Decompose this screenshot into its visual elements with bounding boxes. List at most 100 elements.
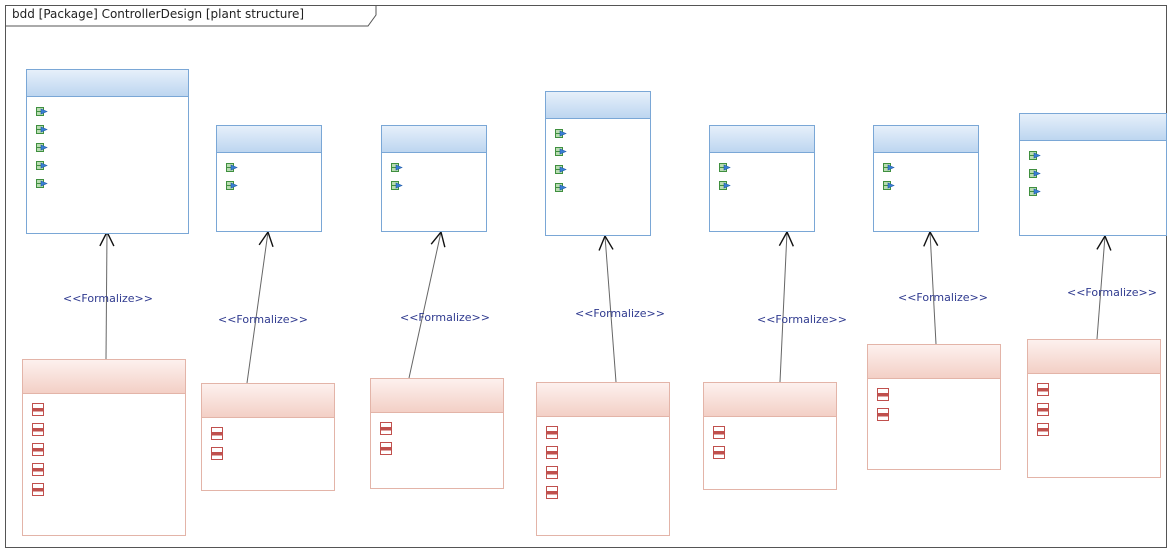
diagram-frame bbox=[5, 5, 1167, 548]
value-item[interactable] bbox=[537, 422, 669, 442]
value-item[interactable] bbox=[1028, 379, 1160, 399]
operation-icon bbox=[36, 142, 48, 152]
plant-block-l1[interactable] bbox=[703, 382, 837, 490]
formalize-dependency-line[interactable] bbox=[929, 231, 937, 345]
value-property-icon bbox=[546, 445, 558, 459]
value-item[interactable] bbox=[704, 442, 836, 462]
block-header bbox=[27, 70, 188, 97]
block-header bbox=[217, 126, 321, 153]
value-property-icon bbox=[546, 465, 558, 479]
block-header bbox=[202, 384, 334, 418]
value-property-icon bbox=[1037, 422, 1049, 436]
controller-block-pm1[interactable] bbox=[26, 69, 189, 234]
operation-item[interactable] bbox=[546, 124, 650, 142]
operation-icon bbox=[36, 106, 48, 116]
value-item[interactable] bbox=[23, 399, 185, 419]
block-header bbox=[23, 360, 185, 394]
formalize-label: <<Formalize>> bbox=[575, 307, 665, 320]
operation-item[interactable] bbox=[382, 158, 486, 176]
value-item[interactable] bbox=[537, 482, 669, 502]
operation-icon bbox=[1029, 168, 1041, 178]
formalize-label: <<Formalize>> bbox=[1067, 286, 1157, 299]
value-item[interactable] bbox=[537, 462, 669, 482]
operation-item[interactable] bbox=[1020, 164, 1166, 182]
operation-item[interactable] bbox=[546, 178, 650, 196]
operation-item[interactable] bbox=[27, 102, 188, 120]
value-property-icon bbox=[1037, 382, 1049, 396]
operation-item[interactable] bbox=[27, 156, 188, 174]
operation-item[interactable] bbox=[217, 176, 321, 194]
value-item[interactable] bbox=[202, 423, 334, 443]
operation-item[interactable] bbox=[382, 176, 486, 194]
value-item[interactable] bbox=[23, 419, 185, 439]
operation-item[interactable] bbox=[27, 174, 188, 192]
value-item[interactable] bbox=[23, 479, 185, 499]
operation-item[interactable] bbox=[546, 142, 650, 160]
controller-block-sts1[interactable] bbox=[545, 91, 651, 236]
operation-icon bbox=[719, 180, 731, 190]
value-item[interactable] bbox=[23, 439, 185, 459]
operation-item[interactable] bbox=[710, 158, 814, 176]
value-item[interactable] bbox=[868, 404, 1000, 424]
operation-icon bbox=[555, 164, 567, 174]
controller-block-apf1[interactable] bbox=[381, 125, 487, 232]
operation-item[interactable] bbox=[546, 160, 650, 178]
plant-block-gen1[interactable] bbox=[1027, 339, 1161, 478]
plant-block-dvr1[interactable] bbox=[201, 383, 335, 491]
value-item[interactable] bbox=[371, 438, 503, 458]
value-item[interactable] bbox=[1028, 419, 1160, 439]
block-header bbox=[1028, 340, 1160, 374]
operation-item[interactable] bbox=[27, 138, 188, 156]
plant-block-l2[interactable] bbox=[867, 344, 1001, 470]
operation-icon bbox=[36, 124, 48, 134]
operation-item[interactable] bbox=[1020, 182, 1166, 200]
value-property-icon bbox=[380, 441, 392, 455]
value-item[interactable] bbox=[1028, 399, 1160, 419]
formalize-dependency-line[interactable] bbox=[779, 231, 788, 383]
formalize-label: <<Formalize>> bbox=[400, 311, 490, 324]
plant-block-pm1[interactable] bbox=[22, 359, 186, 536]
operation-icon bbox=[719, 162, 731, 172]
operation-icon bbox=[391, 162, 403, 172]
operation-item[interactable] bbox=[710, 176, 814, 194]
arrowhead-icon bbox=[430, 230, 446, 248]
value-property-icon bbox=[877, 407, 889, 421]
value-item[interactable] bbox=[704, 422, 836, 442]
formalize-dependency-line[interactable] bbox=[1096, 235, 1106, 340]
operation-icon bbox=[391, 180, 403, 190]
operation-icon bbox=[883, 180, 895, 190]
value-property-icon bbox=[877, 387, 889, 401]
block-header bbox=[868, 345, 1000, 379]
controller-block-l1[interactable] bbox=[709, 125, 815, 232]
operation-item[interactable] bbox=[1020, 146, 1166, 164]
arrowhead-icon bbox=[923, 230, 939, 247]
operation-icon bbox=[555, 182, 567, 192]
operation-item[interactable] bbox=[217, 158, 321, 176]
plant-block-apf1[interactable] bbox=[370, 378, 504, 489]
value-item[interactable] bbox=[23, 459, 185, 479]
formalize-dependency-line[interactable] bbox=[246, 231, 269, 384]
formalize-dependency-line[interactable] bbox=[105, 231, 108, 360]
value-property-icon bbox=[713, 445, 725, 459]
formalize-dependency-line[interactable] bbox=[408, 231, 442, 379]
formalize-label: <<Formalize>> bbox=[757, 313, 847, 326]
frame-label: bdd [Package] ControllerDesign [plant st… bbox=[12, 7, 305, 21]
value-item[interactable] bbox=[202, 443, 334, 463]
plant-block-sts1[interactable] bbox=[536, 382, 670, 536]
operation-icon bbox=[36, 178, 48, 188]
controller-block-gen1[interactable] bbox=[1019, 113, 1167, 236]
controller-block-l2[interactable] bbox=[873, 125, 979, 232]
value-item[interactable] bbox=[371, 418, 503, 438]
operation-item[interactable] bbox=[27, 120, 188, 138]
block-header bbox=[546, 92, 650, 119]
operation-item[interactable] bbox=[874, 176, 978, 194]
value-property-icon bbox=[32, 402, 44, 416]
formalize-dependency-line[interactable] bbox=[604, 235, 617, 383]
operation-item[interactable] bbox=[874, 158, 978, 176]
value-item[interactable] bbox=[537, 442, 669, 462]
value-item[interactable] bbox=[868, 384, 1000, 404]
block-header bbox=[1020, 114, 1166, 141]
controller-block-dvr1[interactable] bbox=[216, 125, 322, 232]
